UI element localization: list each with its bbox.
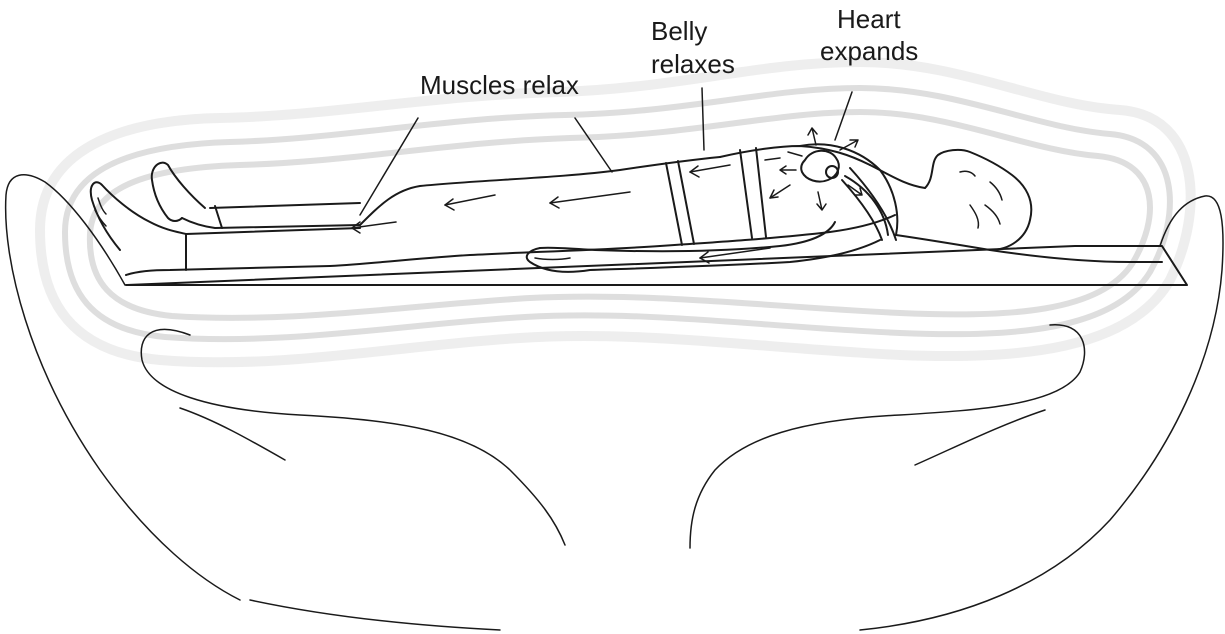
arrow-icon: [690, 165, 730, 172]
arrow-icon: [840, 140, 858, 150]
arrow-icon: [817, 192, 826, 210]
heart-expands-label: expands: [820, 36, 918, 66]
arrow-icon: [780, 166, 796, 174]
belly-relaxes-label: relaxes: [651, 49, 735, 79]
belly-label: Belly: [651, 16, 707, 46]
heart-leader: [835, 92, 852, 140]
belly-leader: [702, 88, 704, 150]
muscles-relax-label: Muscles relax: [420, 70, 579, 100]
heart-label: Heart: [837, 4, 901, 34]
aura-waves: [40, 62, 1191, 362]
arrow-icon: [550, 192, 630, 203]
muscles-leader-right: [575, 118, 612, 172]
arrow-icon: [808, 128, 817, 145]
